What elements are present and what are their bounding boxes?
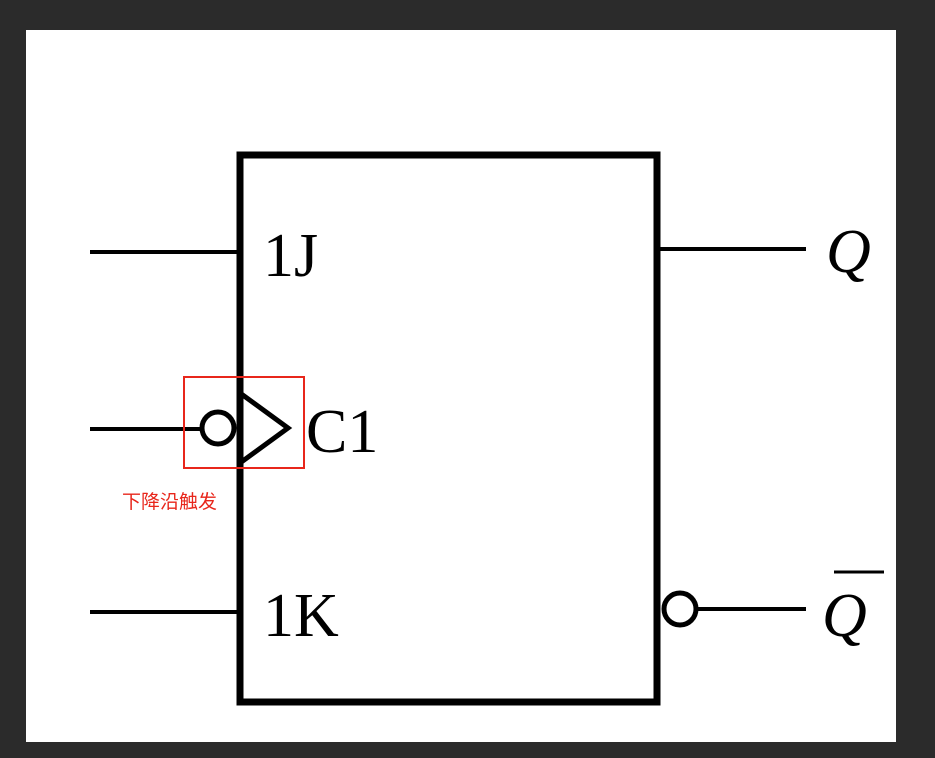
q-bar-inversion-bubble — [661, 590, 699, 628]
pin-label-k: 1K — [263, 582, 339, 650]
pin-label-j: 1J — [263, 222, 318, 290]
annotation-text: 下降沿触发 — [122, 491, 217, 513]
annotation-highlight-box — [183, 376, 305, 469]
clock-triangle — [238, 390, 293, 466]
output-label-q-bar: Q — [822, 582, 867, 650]
clock-inversion-bubble — [199, 409, 237, 447]
diagram-canvas — [26, 30, 896, 742]
pin-label-clock: C1 — [306, 398, 378, 466]
output-label-q: Q — [826, 218, 871, 286]
flip-flop-body — [236, 151, 661, 706]
